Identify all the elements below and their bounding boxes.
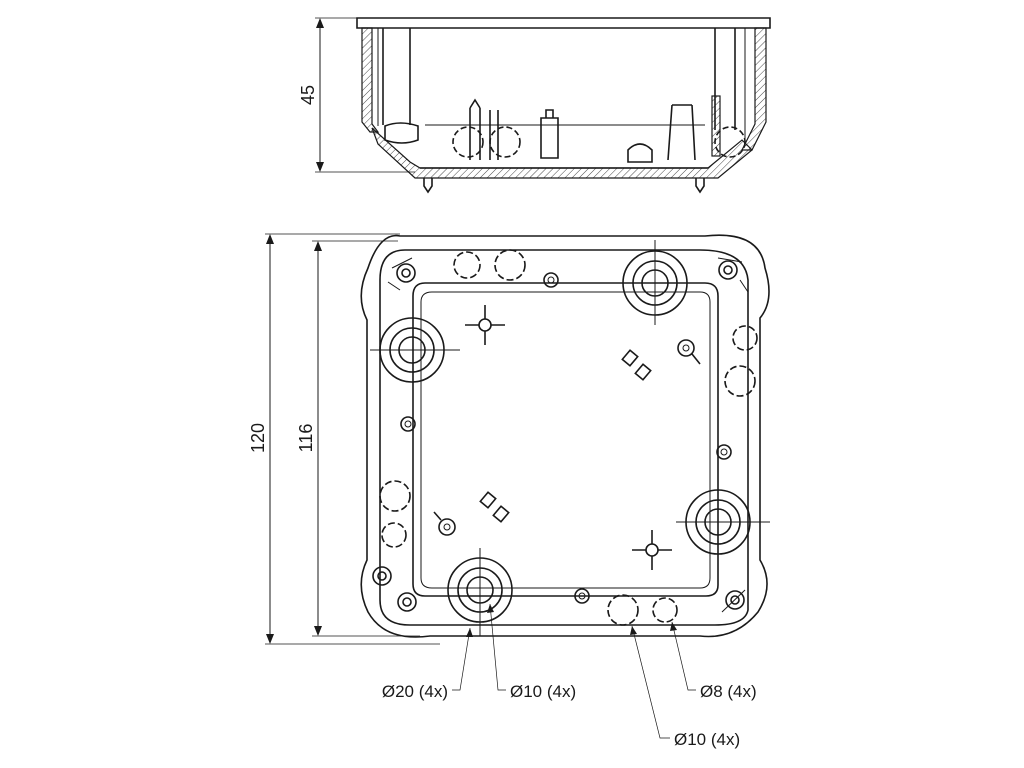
inner-width-dimension: 116 [296, 240, 420, 637]
slots-upper [621, 349, 652, 381]
corner-post-bl [372, 566, 417, 612]
frame-holes [400, 272, 732, 604]
boss-bottom [447, 548, 513, 636]
corner-post-tr [717, 257, 749, 293]
boss-right [676, 489, 770, 555]
slots-lower [479, 491, 510, 523]
boss-left [370, 317, 460, 383]
height-label: 45 [298, 85, 318, 105]
inner-width-label: 116 [296, 424, 316, 453]
callout-d20: Ø20 (4x) [382, 682, 448, 701]
outer-width-dimension: 120 [248, 233, 440, 645]
top-view [360, 234, 770, 638]
corner-post-br [721, 589, 746, 613]
corner-post-tl [387, 257, 416, 291]
callout-leaders [452, 603, 696, 739]
height-dimension: 45 [298, 17, 415, 173]
callout-d8: Ø8 (4x) [700, 682, 757, 701]
knockouts [379, 249, 758, 626]
cross-mark-br [632, 530, 672, 570]
boss-top [622, 240, 688, 325]
cross-mark-tl [465, 305, 505, 345]
keyhole-bl [433, 511, 456, 536]
side-view [356, 17, 771, 194]
callout-d10-bottom: Ø10 (4x) [674, 730, 740, 749]
keyhole-tr [677, 339, 701, 365]
outer-width-label: 120 [248, 423, 268, 453]
callout-d10-center: Ø10 (4x) [510, 682, 576, 701]
